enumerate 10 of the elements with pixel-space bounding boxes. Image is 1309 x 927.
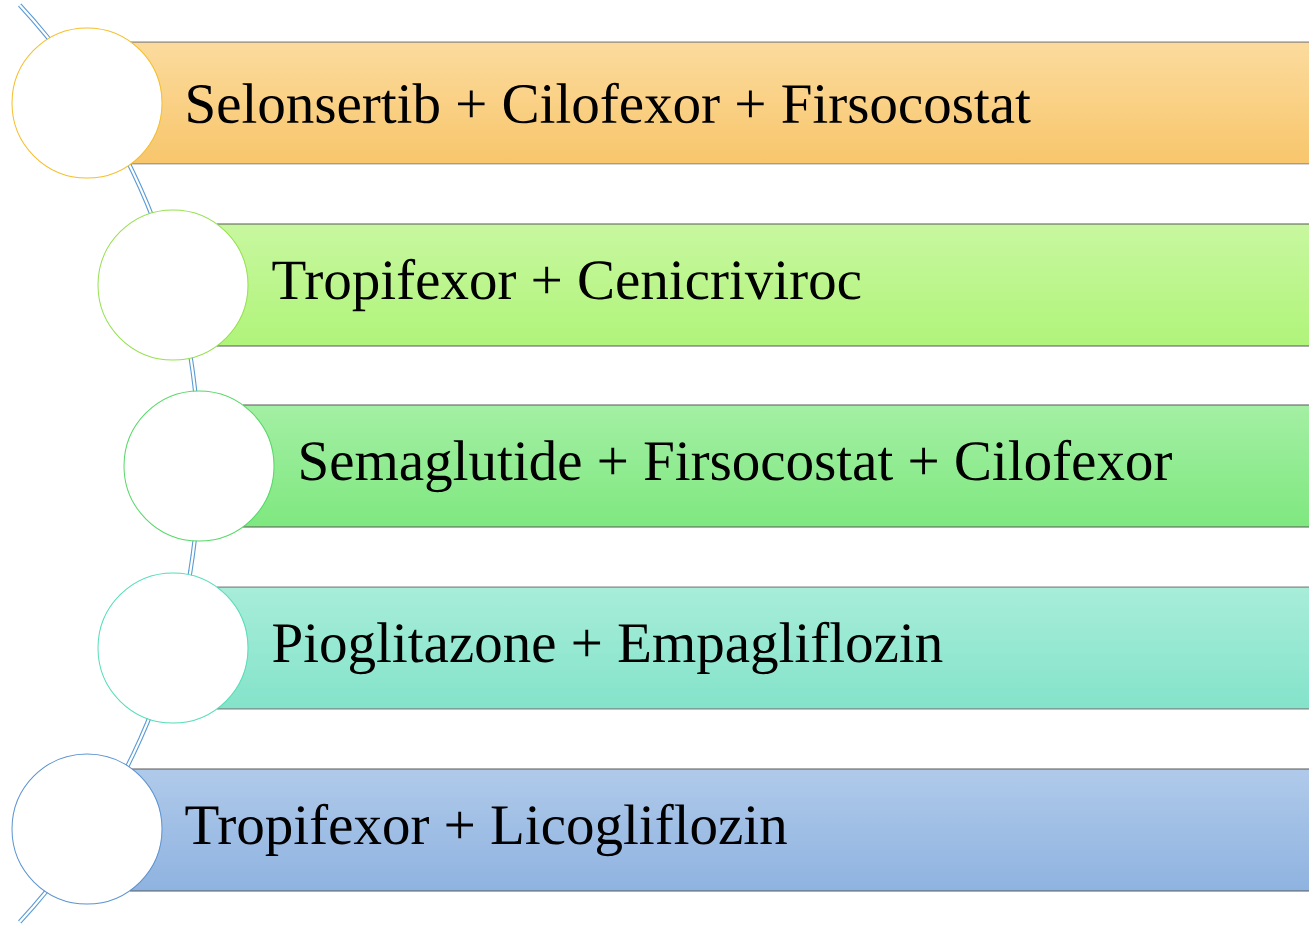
list-band: Tropifexor + Cenicriviroc: [217, 223, 1309, 347]
circle-shape: [11, 27, 163, 179]
circle-shape: [123, 390, 275, 542]
list-band: Semaglutide + Firsocostat + Cilofexor: [243, 404, 1309, 528]
circle-shape: [97, 209, 249, 361]
circle-shape: [97, 572, 249, 724]
list-band: Pioglitazone + Empagliflozin: [217, 586, 1309, 710]
list-band: Tropifexor + Licogliflozin: [130, 768, 1309, 892]
list-band: Selonsertib + Cilofexor + Firsocostat: [130, 41, 1309, 165]
circle-shape: [11, 753, 163, 905]
